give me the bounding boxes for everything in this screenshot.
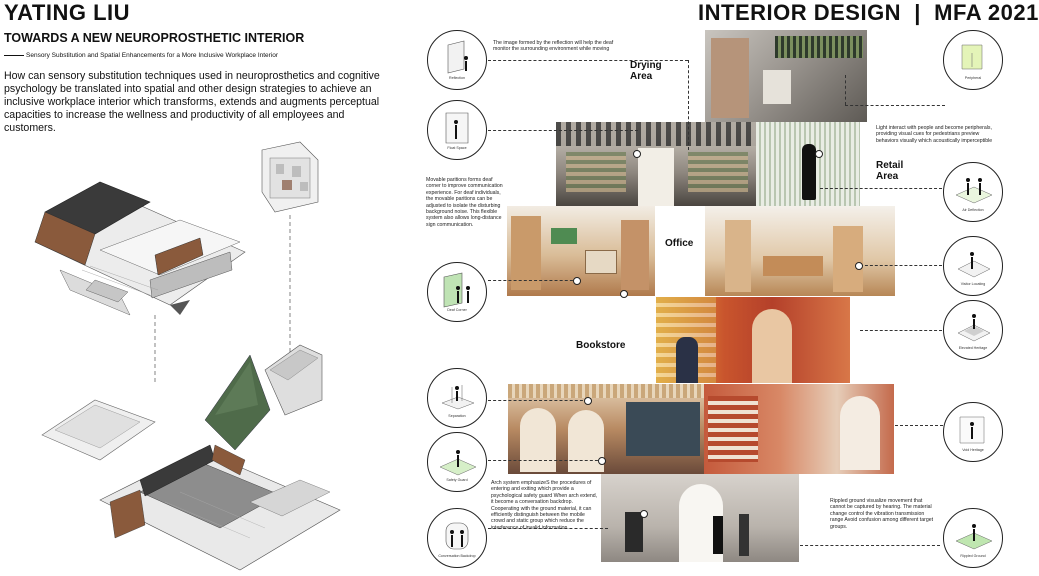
label-office: Office — [665, 238, 694, 249]
diagram-label: Reflection — [449, 76, 465, 80]
caption-partitions: Movable paritions forms deaf corner to i… — [426, 177, 503, 228]
label-drying-area: Drying Area — [630, 60, 662, 82]
mezzanine-axonometric — [261, 141, 319, 213]
diagram-label: Deaf Corner — [447, 308, 467, 312]
leader-line — [860, 265, 942, 266]
diagram-label: Float Space — [447, 146, 467, 150]
upper-axonometric — [34, 181, 246, 316]
marker-dot — [640, 510, 648, 518]
render-corridor — [556, 122, 756, 206]
diagram-peripheral: Peripheral — [943, 30, 1003, 90]
diagram-label: Void Heritage — [962, 448, 984, 452]
leader-line — [895, 425, 943, 426]
diagram-conversation-backdrop: Conversation Backdrop — [427, 508, 487, 568]
diagram-safety-guard: Safety Guard — [427, 432, 487, 492]
diagram-label: Air Deflection — [962, 208, 984, 212]
diagram-label: Separation — [448, 414, 466, 418]
leader-line — [800, 545, 940, 546]
marker-dot — [584, 397, 592, 405]
diagram-label: Peripheral — [964, 76, 982, 80]
diagram-label: Safety Guard — [446, 478, 468, 482]
project-subtitle: Sensory Substitution and Spatial Enhance… — [4, 52, 278, 59]
leader-line — [488, 528, 608, 529]
render-retail-area — [756, 122, 860, 206]
leader-line — [860, 330, 942, 331]
render-drying-area — [705, 30, 867, 122]
caption-reflection: The image formed by the reflection will … — [493, 40, 614, 53]
label-retail-area: Retail Area — [876, 160, 904, 182]
caption-arch: Arch system emphasizeS the procedures of… — [491, 480, 598, 531]
diagram-separation: Separation — [427, 368, 487, 428]
leader-line — [688, 60, 689, 150]
author-name: YATING LIU — [4, 0, 131, 25]
leader-line — [488, 60, 688, 61]
diagram-label: Rippled Ground — [960, 554, 986, 558]
diagram-rippled-ground: Rippled Ground — [943, 508, 1003, 568]
marker-dot — [573, 277, 581, 285]
diagram-deaf-corner: Deaf Corner — [427, 262, 487, 322]
diagram-air-deflection: Air Deflection — [943, 162, 1003, 222]
leader-line — [488, 280, 578, 281]
diagram-float-space: Float Space — [427, 100, 487, 160]
diagram-void-heritage: Void Heritage — [943, 402, 1003, 462]
marker-dot — [598, 457, 606, 465]
project-title: TOWARDS A NEW NEUROPROSTHETIC INTERIOR — [4, 31, 305, 45]
diagram-label: Elevated Heritage — [958, 346, 988, 350]
render-bookstore-1 — [656, 297, 850, 383]
diagram-elevated-heritage: Elevated Heritage — [943, 300, 1003, 360]
intro-paragraph: How can sensory substitution techniques … — [4, 70, 380, 135]
diagram-label: Conversation Backdrop — [438, 554, 476, 558]
leader-line — [488, 460, 603, 461]
marker-dot — [855, 262, 863, 270]
render-office-2 — [705, 206, 895, 296]
caption-light: Light interact with people and become pe… — [876, 125, 993, 144]
render-bookstore-2 — [508, 384, 704, 474]
leader-line — [488, 130, 638, 131]
leader-line — [845, 105, 945, 106]
diagram-label: Visitor Locating — [960, 282, 986, 286]
marker-dot — [633, 150, 641, 158]
caption-rippled: Rippled ground visualize movement that c… — [830, 498, 934, 530]
diagram-reflection: Reflection — [427, 30, 487, 90]
label-bookstore: Bookstore — [576, 340, 626, 351]
render-office-1 — [507, 206, 655, 296]
program-title: INTERIOR DESIGN | MFA 2021 — [698, 0, 1039, 25]
axonometric-drawings — [34, 141, 341, 571]
render-arch-corridor — [601, 474, 799, 562]
render-bookstore-3 — [704, 384, 894, 474]
diagram-visitor-locating: Visitor Locating — [943, 236, 1003, 296]
leader-line — [820, 188, 942, 189]
leader-line — [845, 75, 846, 105]
lower-axonometric — [41, 344, 341, 571]
leader-line — [488, 400, 588, 401]
marker-dot — [815, 150, 823, 158]
marker-dot — [620, 290, 628, 298]
